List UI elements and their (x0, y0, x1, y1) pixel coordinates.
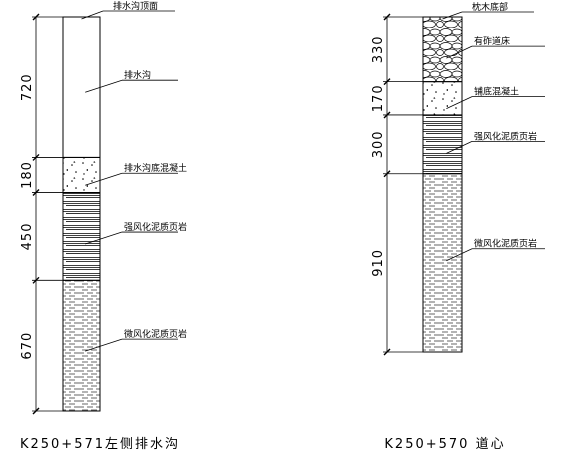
dimension-value: 450 (20, 223, 35, 251)
layer-label: 微风化泥质页岩 (474, 238, 537, 250)
top-label: 排水沟顶面 (113, 0, 158, 12)
layer-label: 排水沟底混凝土 (124, 162, 187, 174)
layer-strong-shale (62, 192, 101, 281)
label-leader-line (446, 248, 473, 262)
left-title: K250+571左侧排水沟 (20, 437, 180, 452)
layer-label: 有砟道床 (474, 35, 510, 47)
dimension-tick (32, 13, 40, 21)
layer-ballast (422, 16, 463, 83)
layer-label: 铺底混凝土 (474, 86, 519, 98)
label-leader-line (85, 231, 123, 245)
label-leader-line (446, 45, 473, 59)
dimension-value: 170 (371, 84, 386, 112)
dimension-value: 180 (20, 161, 35, 189)
layer-weak-shale (422, 173, 463, 353)
layer-strong-shale (422, 114, 463, 175)
layer-concrete (62, 156, 101, 194)
layer-concrete (422, 81, 463, 116)
label-leader-line (85, 79, 123, 93)
layer-label: 强风化泥质页岩 (474, 130, 537, 142)
label-leader-line (85, 172, 123, 186)
layer-weak-shale (62, 279, 101, 412)
layer-label: 排水沟 (124, 69, 151, 81)
left-column: 排水沟顶面 720 排水沟 180 排水沟底混凝土 450 强风化泥质页岩 670 微风化泥质页… (20, 0, 187, 415)
dimension-value: 720 (20, 73, 35, 101)
dimension-value: 330 (371, 35, 386, 63)
top-leader-line (81, 10, 104, 20)
label-leader-line (85, 338, 123, 352)
label-leader-line (446, 141, 473, 154)
dimension-value: 300 (371, 130, 386, 158)
top-label: 枕木底部 (472, 1, 508, 13)
layer-label: 强风化泥质页岩 (124, 221, 187, 233)
right-title: K250+570 道心 (384, 437, 505, 452)
dimension-value: 670 (20, 332, 35, 360)
layer-blank (62, 16, 101, 158)
layer-label: 微风化泥质页岩 (124, 328, 187, 340)
dimension-tick (383, 13, 391, 21)
label-leader-line (446, 96, 473, 109)
right-column: 枕木底部 330 有砟道床 170 铺底混凝土 300 强风化泥质页岩 910 微风化泥质页岩 (371, 1, 545, 356)
dimension-value: 910 (371, 249, 386, 277)
